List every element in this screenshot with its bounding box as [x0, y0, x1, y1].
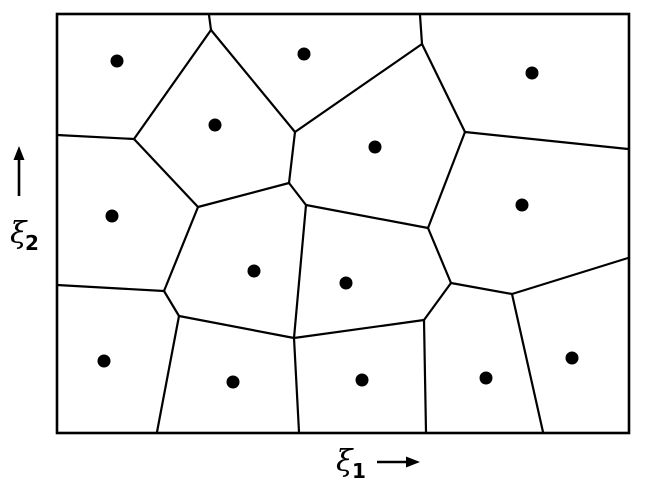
cell-edge: [292, 203, 308, 340]
seed-point: [479, 371, 493, 385]
cell-edge: [449, 281, 514, 296]
x-axis-subscript: 1: [352, 459, 366, 483]
cell-edge: [207, 13, 213, 32]
seed-point: [525, 66, 539, 80]
y-axis-arrow-head-icon: [13, 146, 25, 160]
cell-edge: [293, 42, 424, 134]
seed-point: [105, 209, 119, 223]
cell-edge: [55, 133, 136, 141]
x-axis-symbol: ξ: [336, 444, 354, 479]
plot-frame: [55, 12, 631, 435]
cell-edge: [196, 181, 291, 209]
cell-edge: [209, 28, 297, 134]
cell-edge: [55, 283, 166, 293]
seed-point: [208, 118, 222, 132]
y-axis-symbol: ξ: [10, 216, 28, 251]
cell-edge: [463, 130, 630, 151]
cell-edge: [132, 137, 200, 209]
cell-edge: [420, 42, 467, 134]
cell-edge: [422, 281, 453, 322]
cell-edge: [426, 130, 467, 230]
seed-point: [97, 354, 111, 368]
cell-edge: [510, 292, 545, 434]
seed-point: [339, 276, 353, 290]
seed-point: [226, 375, 240, 389]
cell-edge: [304, 203, 430, 230]
x-axis-arrow-head-icon: [406, 456, 420, 468]
cell-edge: [132, 28, 213, 141]
cell-edge: [292, 318, 426, 340]
seed-point: [297, 47, 311, 61]
seed-point: [110, 54, 124, 68]
cell-edge: [177, 314, 296, 340]
y-axis-label: ξ 2: [10, 146, 39, 255]
seed-point: [368, 140, 382, 154]
cell-boundaries: [55, 13, 630, 434]
cell-edge: [162, 205, 200, 293]
cell-edge: [155, 314, 181, 434]
cell-edge: [287, 130, 297, 185]
x-axis-label: ξ 1: [336, 444, 420, 483]
cell-edge: [422, 318, 428, 434]
cell-edge: [418, 13, 424, 46]
seed-points: [97, 47, 579, 389]
seed-point: [565, 351, 579, 365]
cell-edge: [292, 336, 301, 434]
seed-point: [247, 264, 261, 278]
seed-point: [515, 198, 529, 212]
cell-edge: [287, 181, 308, 207]
cell-edge: [510, 256, 630, 296]
cell-edge: [426, 226, 453, 285]
seed-point: [355, 373, 369, 387]
cell-edge: [162, 289, 181, 318]
y-axis-subscript: 2: [25, 231, 39, 255]
